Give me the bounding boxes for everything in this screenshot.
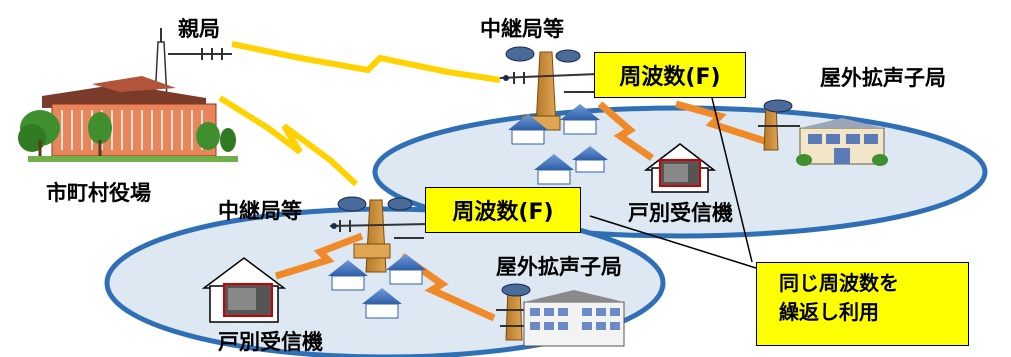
household-receiver-top-label: 戸別受信機 [628,201,733,225]
houses-top-icon [508,104,608,185]
outdoor-speaker-top-label: 屋外拡声子局 [820,66,946,90]
municipal-office-icon [18,28,238,162]
radio-link-top-to-speaker [675,100,770,146]
parent-station-label: 親局 [178,17,220,41]
relay-station-top-icon [499,46,599,131]
relay-top-label: 中継局等 [480,17,564,41]
outdoor-speaker-top-icon [758,99,888,166]
pointer-line-bottom [589,215,757,269]
reuse-note-line2: 繰返し利用 [779,300,879,324]
reuse-note-box: 同じ周波数を 繰返し利用 [756,262,969,346]
radio-link-bottom-to-receiver [274,232,364,280]
radio-link-to-top-relay [231,41,501,83]
household-receiver-bottom-icon [201,257,287,323]
outdoor-speaker-bottom-label: 屋外拡声子局 [496,255,622,279]
municipal-office-label: 市町村役場 [46,181,151,205]
radio-link-to-bottom-relay [218,95,359,187]
household-receiver-bottom-label: 戸別受信機 [218,330,323,354]
household-receiver-top-icon [643,143,717,193]
radio-link-top-to-receiver [597,101,654,161]
reuse-note-line1: 同じ周波数を [779,271,899,295]
houses-bottom-icon [328,254,426,319]
relay-bottom-label: 中継局等 [218,199,302,223]
frequency-box-bottom: 周波数(F) [425,187,581,233]
outdoor-speaker-bottom-icon [496,283,625,347]
pointer-line-top [711,97,753,263]
relay-station-bottom-icon [329,196,429,273]
frequency-box-top: 周波数(F) [594,52,746,98]
